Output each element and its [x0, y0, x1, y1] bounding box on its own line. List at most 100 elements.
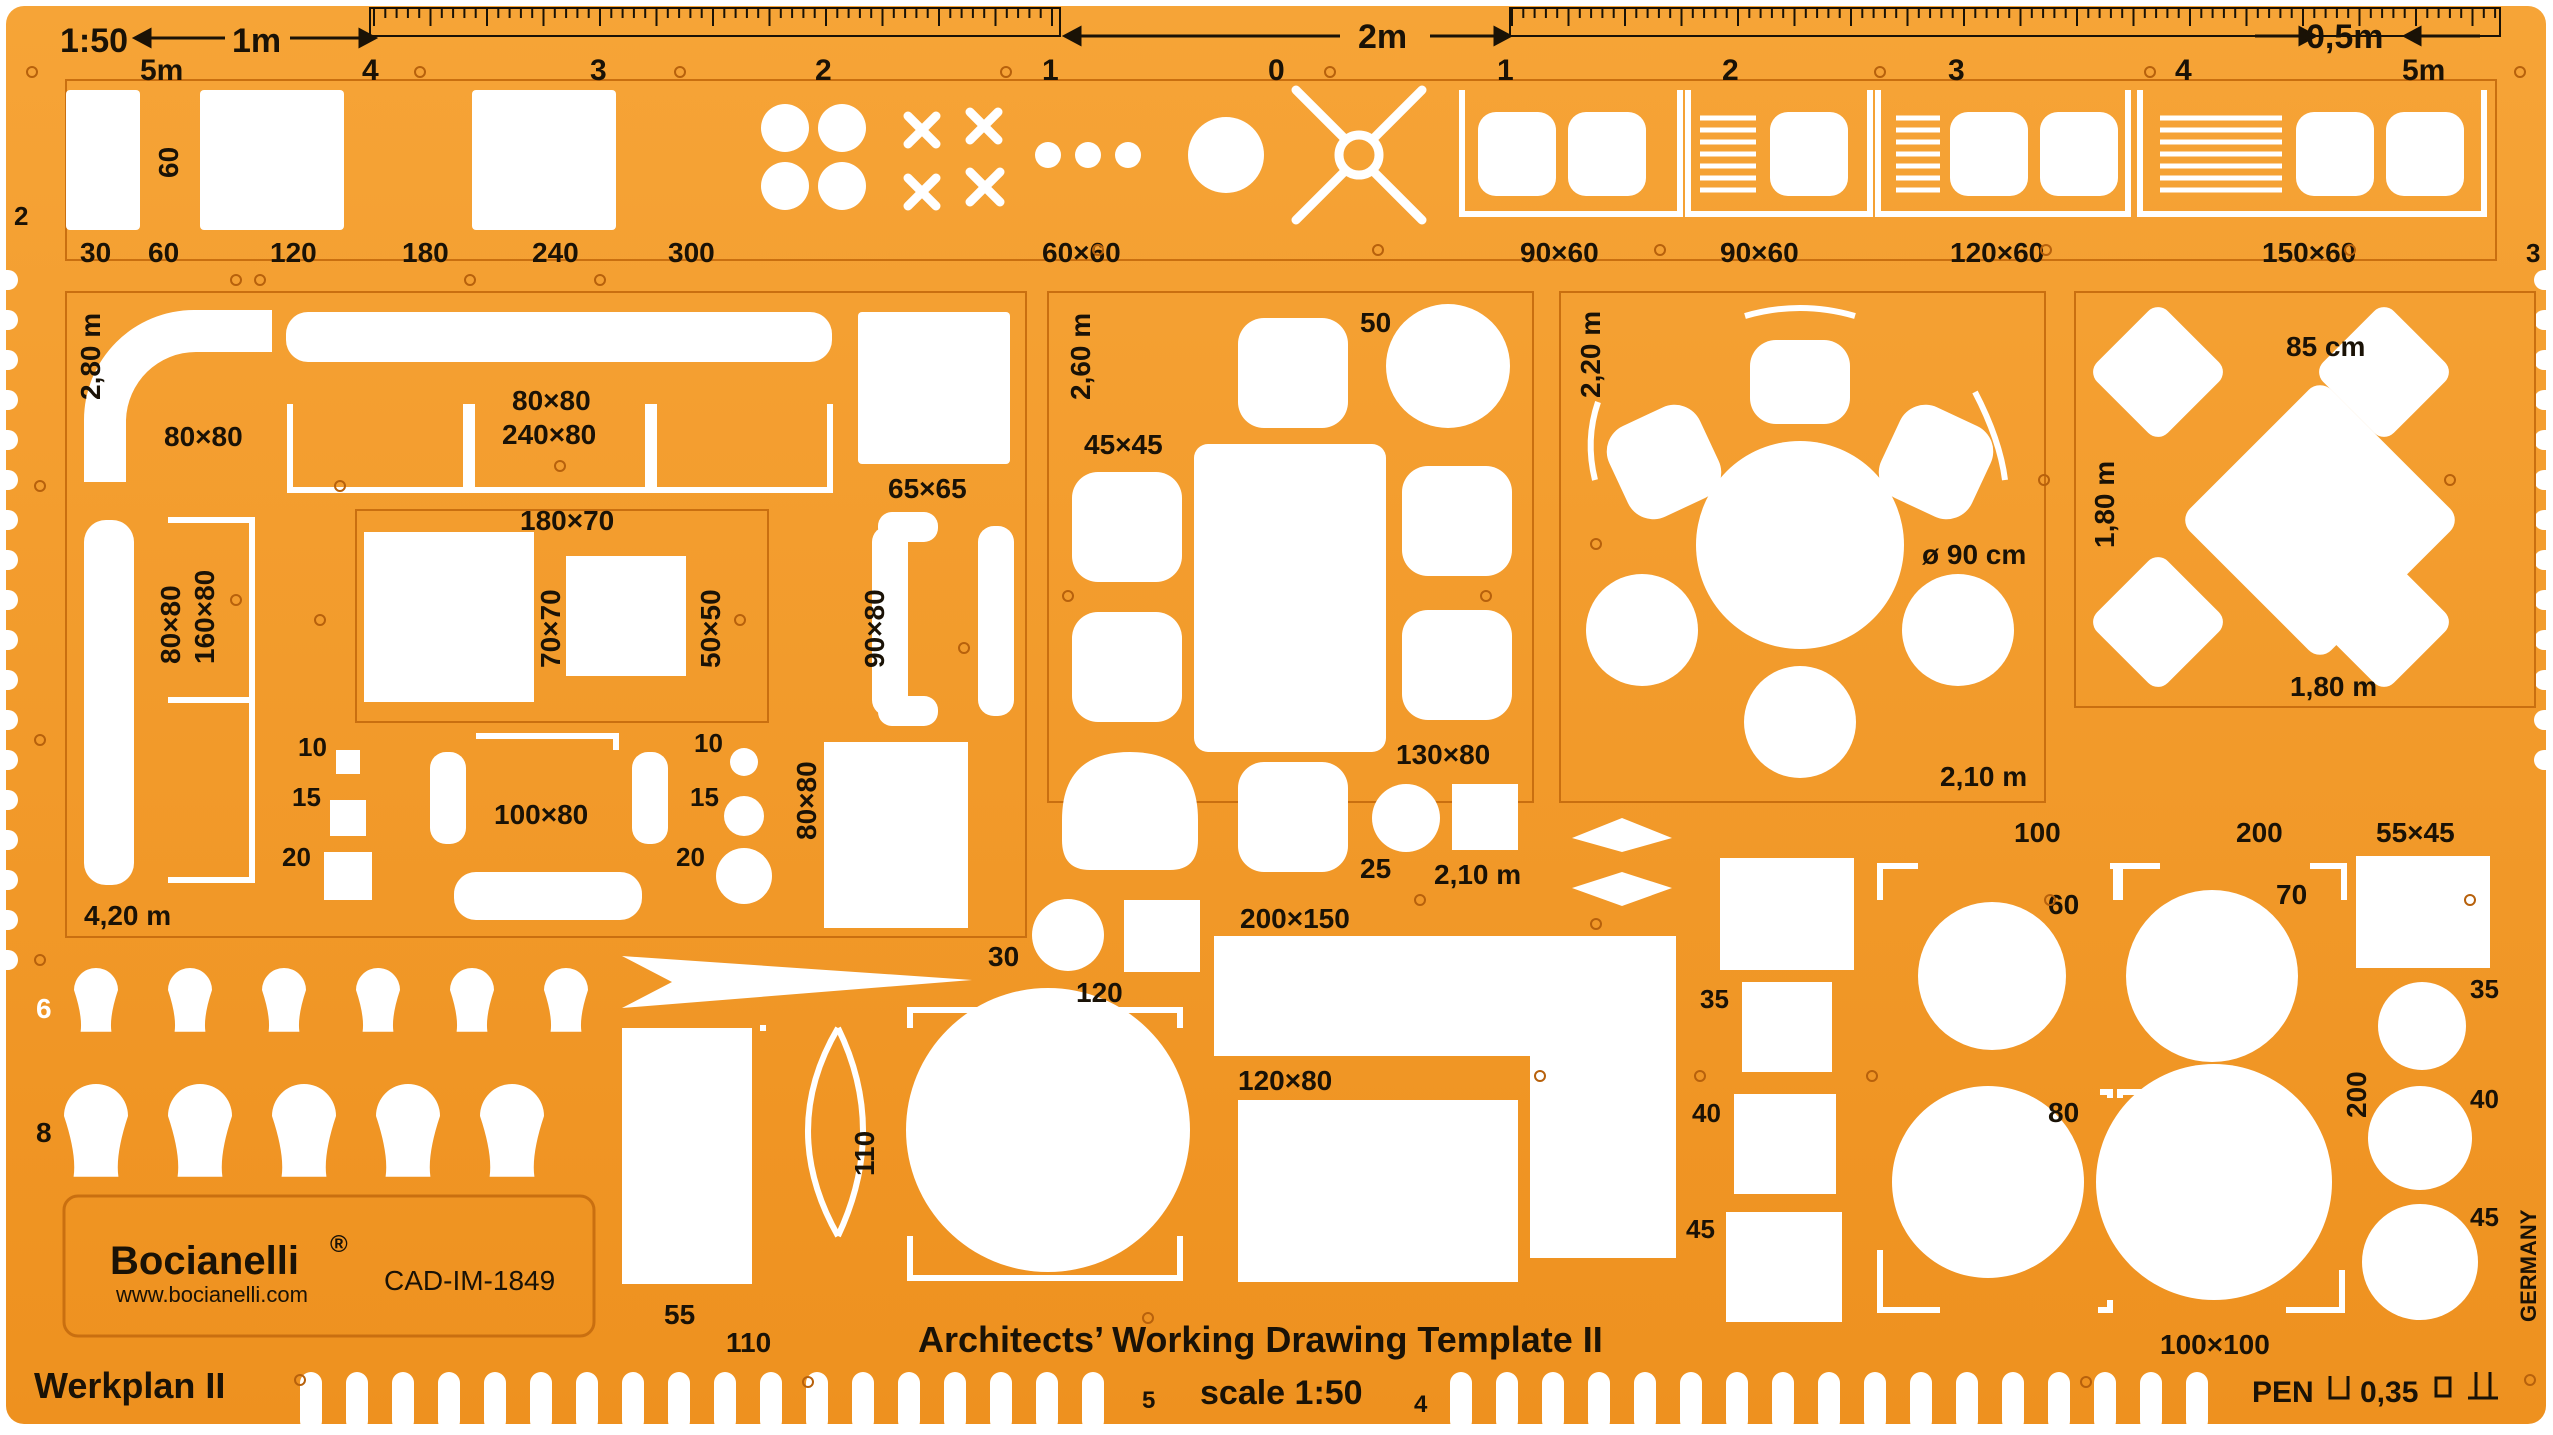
tooth: [2534, 390, 2553, 410]
top-strip: [66, 85, 2487, 230]
keyhole-shape: [168, 1084, 232, 1177]
tooth: [1588, 1372, 1610, 1432]
tooth: [1450, 1372, 1472, 1432]
sq-6565: 65×65: [888, 473, 967, 504]
small-stars: [1035, 142, 1141, 168]
len-260: 2,60 m: [1065, 313, 1096, 400]
tooth: [392, 1372, 414, 1432]
ruler-num-r4: 4: [2175, 54, 2192, 87]
sq-15: 15: [292, 782, 321, 812]
tooth: [2534, 750, 2553, 770]
tooth: [0, 550, 18, 570]
v2-8080: 80×80: [791, 761, 822, 840]
tooth: [1864, 1372, 1886, 1432]
sofa-section: [84, 310, 1014, 928]
pin-hole: [1092, 244, 1104, 256]
tooth: [714, 1372, 736, 1432]
brand-panel: [62, 1194, 596, 1338]
left-edge-teeth: [0, 270, 18, 970]
tooth: [0, 470, 18, 490]
ruler-num-2: 2: [815, 54, 832, 87]
ruler-5m-left: 5m: [140, 54, 183, 87]
brand-reg: ®: [330, 1231, 348, 1258]
d-50: 50: [1360, 307, 1391, 338]
d-110: 110: [849, 1131, 880, 1176]
pin-hole: [230, 274, 242, 286]
right-outlines: [1877, 863, 2347, 1313]
tooth: [2534, 670, 2553, 690]
d-80: 80: [2048, 1097, 2079, 1128]
dim-300: 300: [668, 237, 715, 268]
pin-hole: [254, 274, 266, 286]
len-210-dining: 2,10 m: [1434, 859, 1521, 890]
tooth: [852, 1372, 874, 1432]
keyhole-shape: [544, 968, 588, 1032]
dim-30: 30: [80, 237, 111, 268]
dim-120: 120: [270, 237, 317, 268]
d-30: 30: [988, 941, 1019, 972]
keyhole-shape: [272, 1084, 336, 1177]
tooth: [1772, 1372, 1794, 1432]
pin-hole: [464, 274, 476, 286]
pin-hole: [2080, 1376, 2092, 1388]
tooth: [1082, 1372, 1104, 1432]
ruler-scale: 1:50: [60, 22, 128, 60]
s-4545: 45×45: [1084, 429, 1163, 460]
bed-outlines: [760, 1007, 1183, 1281]
tooth: [484, 1372, 506, 1432]
keyhole-shape: [376, 1084, 440, 1177]
ruler-num-r2: 2: [1722, 54, 1739, 87]
mark-left-top: 2: [14, 201, 28, 231]
bed-labels: 30 120 200×150 120×80 110 55 110: [664, 903, 1350, 1358]
tooth: [2534, 710, 2553, 730]
sq-20: 20: [282, 842, 311, 872]
circ-10: 10: [694, 728, 723, 758]
tooth: [0, 950, 18, 970]
tooth: [1496, 1372, 1518, 1432]
mark-row8: 8: [36, 1117, 52, 1148]
keyhole-shape: [168, 968, 212, 1032]
pin-hole: [34, 734, 46, 746]
pin-hole: [1590, 918, 1602, 930]
tooth: [2534, 590, 2553, 610]
tooth: [1542, 1372, 1564, 1432]
d-200: 200: [2236, 817, 2283, 848]
b-12080: 120×80: [1238, 1065, 1332, 1096]
circ-15: 15: [690, 782, 719, 812]
tooth: [2534, 430, 2553, 450]
round-table-section: [1586, 340, 2014, 778]
dim-240: 240: [532, 237, 579, 268]
dim-6060: 60×60: [1042, 237, 1121, 268]
tooth: [1036, 1372, 1058, 1432]
pen-size: 0,35: [2360, 1376, 2418, 1409]
tooth: [2094, 1372, 2116, 1432]
pin-hole: [1534, 1070, 1546, 1082]
tooth: [2140, 1372, 2162, 1432]
tooth: [1680, 1372, 1702, 1432]
ruler-num-r3: 3: [1948, 54, 1965, 87]
sofa-8080: 80×80: [512, 385, 591, 416]
tooth: [0, 270, 18, 290]
tooth: [622, 1372, 644, 1432]
d-55: 55: [664, 1299, 695, 1330]
tooth: [0, 790, 18, 810]
r-40: 40: [2470, 1084, 2499, 1114]
tooth: [2534, 350, 2553, 370]
double-arrows: [1572, 818, 1672, 906]
dim-60b: 60: [148, 237, 179, 268]
circ-20: 20: [676, 842, 705, 872]
bed-section: [622, 899, 1676, 1284]
tooth: [668, 1372, 690, 1432]
pin-hole: [1874, 66, 1886, 78]
pin-hole: [2524, 1374, 2536, 1386]
pin-hole: [1590, 538, 1602, 550]
pen-icon: [2328, 1372, 2498, 1400]
pin-hole: [34, 480, 46, 492]
pin-hole: [958, 642, 970, 654]
v-180: 1,80 m: [2089, 461, 2120, 548]
tooth: [0, 310, 18, 330]
pin-hole: [2444, 474, 2456, 486]
keyhole-shape: [64, 1084, 128, 1177]
len-220: 2,20 m: [1575, 311, 1606, 398]
